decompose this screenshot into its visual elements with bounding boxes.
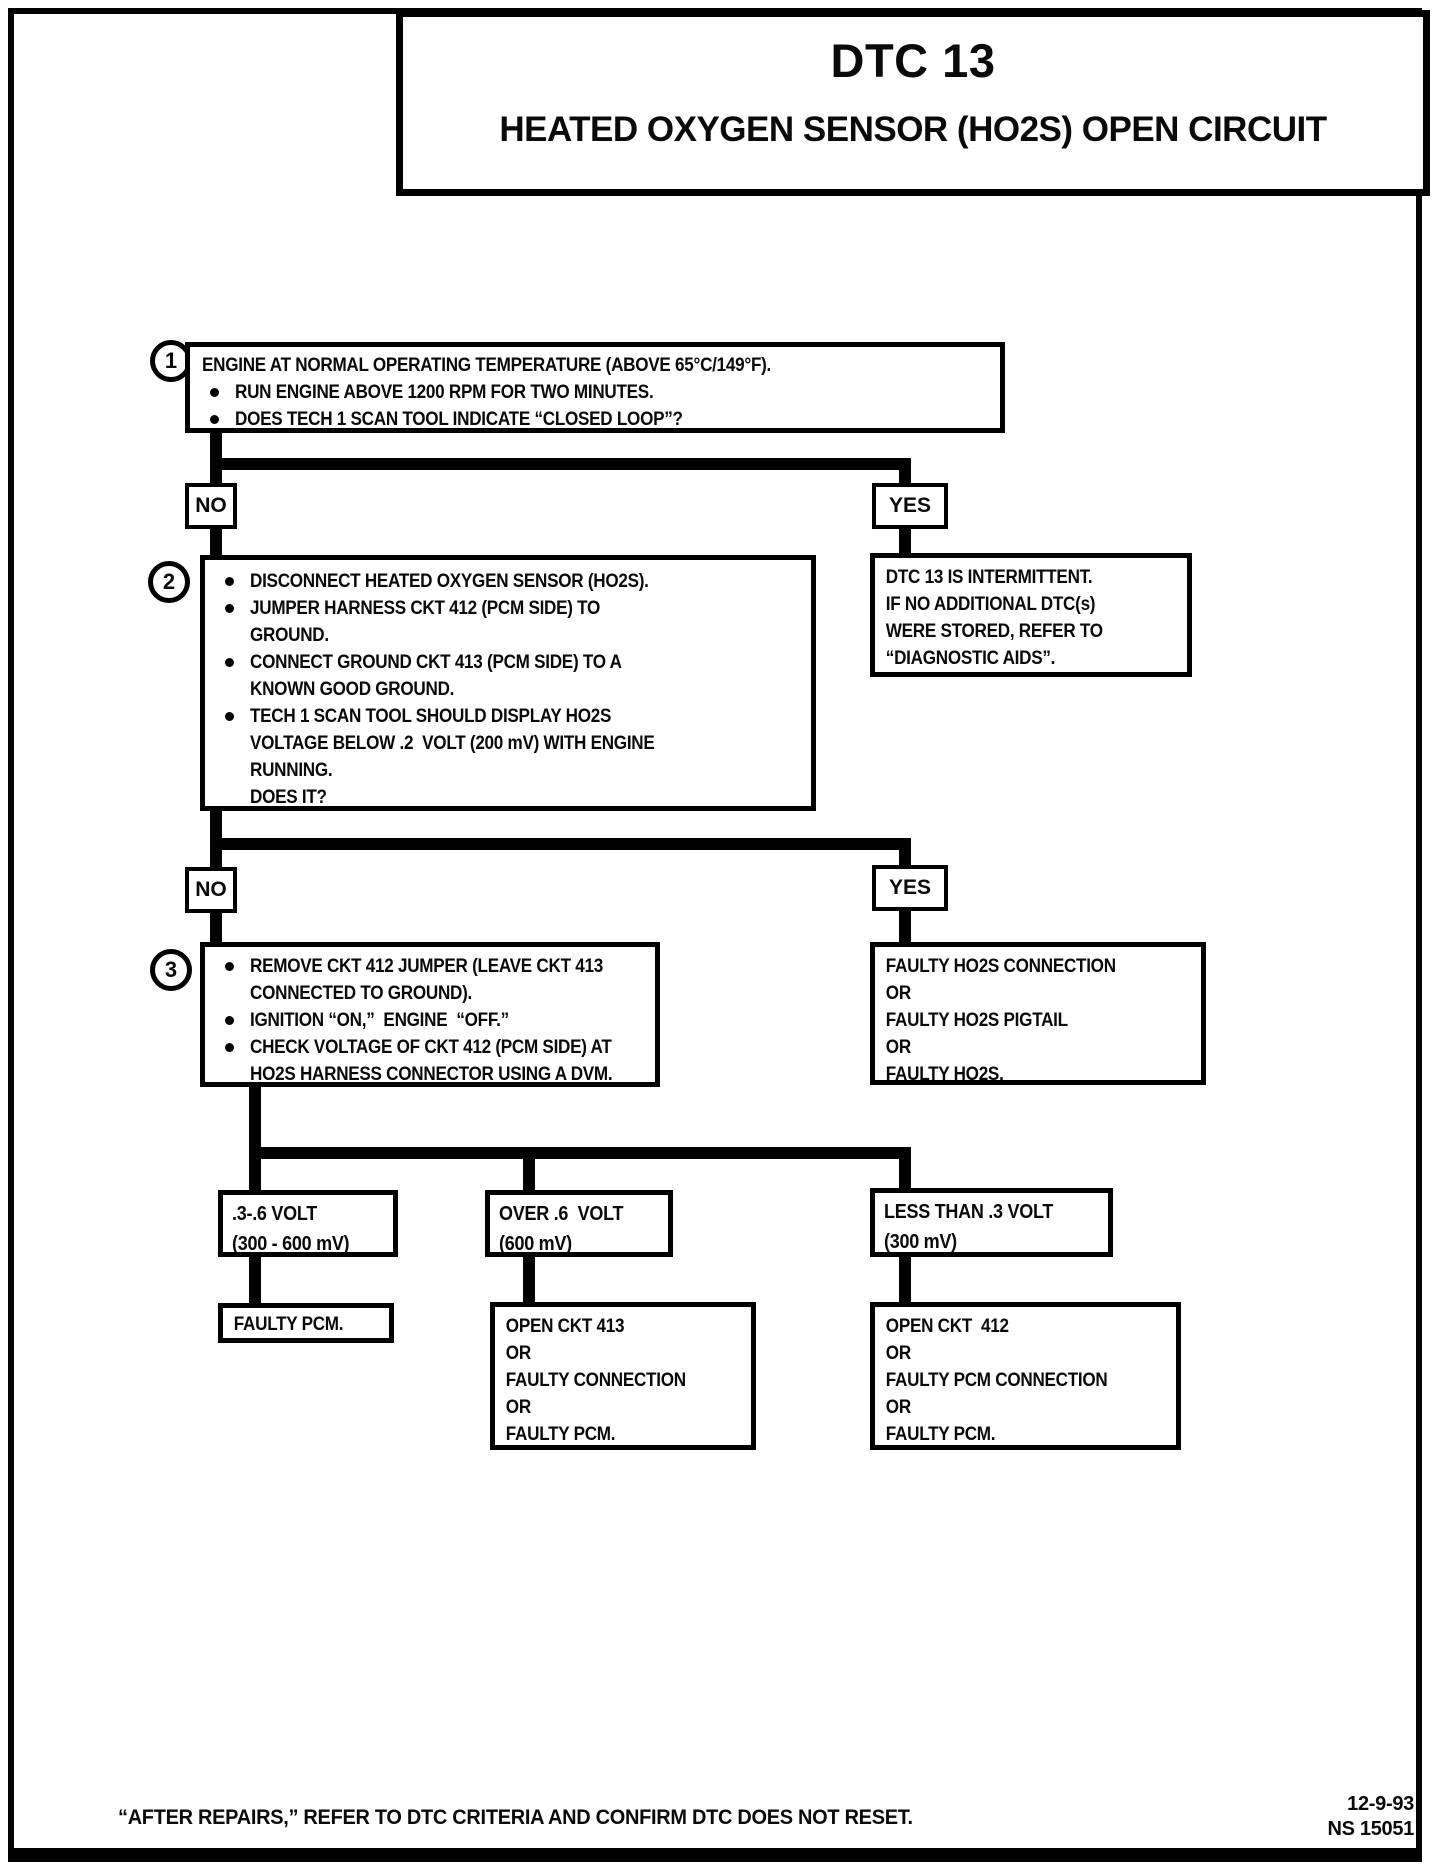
connector-line — [249, 1147, 911, 1159]
step1-box: ENGINE AT NORMAL OPERATING TEMPERATURE (… — [185, 342, 1005, 433]
voltage-over-box: OVER .6 VOLT (600 mV) — [485, 1190, 673, 1257]
step-number-badge-2: 2 — [148, 561, 190, 603]
voltage-mid-box: .3-.6 VOLT (300 - 600 mV) — [218, 1190, 398, 1257]
page-subtitle: HEATED OXYGEN SENSOR (HO2S) OPEN CIRCUIT — [499, 110, 1327, 149]
step3-box: REMOVE CKT 412 JUMPER (LEAVE CKT 413 CON… — [200, 942, 660, 1087]
list-item: CONNECT GROUND CKT 413 (PCM SIDE) TO A K… — [217, 649, 805, 703]
no-branch-label-2: NO — [185, 867, 237, 913]
list-item: CHECK VOLTAGE OF CKT 412 (PCM SIDE) AT H… — [217, 1034, 649, 1088]
branch-label-text: YES — [888, 876, 932, 899]
step-number: 2 — [162, 569, 176, 594]
list-item: DISCONNECT HEATED OXYGEN SENSOR (HO2S). — [217, 568, 805, 595]
step-instruction: DISCONNECT HEATED OXYGEN SENSOR (HO2S). — [250, 571, 649, 592]
result-text: FAULTY HO2S CONNECTION OR FAULTY HO2S PI… — [885, 956, 1116, 1085]
connector-line — [210, 911, 222, 942]
list-item: REMOVE CKT 412 JUMPER (LEAVE CKT 413 CON… — [217, 953, 649, 1007]
bullet-icon — [225, 658, 234, 667]
connector-line — [899, 838, 911, 867]
list-item: RUN ENGINE ABOVE 1200 RPM FOR TWO MINUTE… — [202, 379, 994, 406]
voltage-label: .3-.6 VOLT (300 - 600 mV) — [232, 1203, 350, 1255]
result-faulty-pcm-box: FAULTY PCM. — [218, 1303, 394, 1343]
list-item: JUMPER HARNESS CKT 412 (PCM SIDE) TO GRO… — [217, 595, 805, 649]
connector-line — [210, 431, 222, 483]
voltage-under-box: LESS THAN .3 VOLT (300 mV) — [870, 1188, 1113, 1257]
step-instruction: TECH 1 SCAN TOOL SHOULD DISPLAY HO2S VOL… — [250, 706, 655, 808]
connector-line — [249, 1255, 261, 1305]
connector-line — [899, 909, 911, 942]
step-number: 1 — [164, 348, 178, 373]
voltage-label: OVER .6 VOLT (600 mV) — [499, 1203, 624, 1255]
footer-note: “AFTER REPAIRS,” REFER TO DTC CRITERIA A… — [118, 1806, 913, 1829]
footer-codes: 12-9-93 NS 15051 — [1327, 1792, 1414, 1842]
footer-doc-number: NS 15051 — [1327, 1818, 1414, 1840]
step-number-badge-3: 3 — [150, 949, 192, 991]
branch-label-text: NO — [195, 878, 227, 901]
step-instruction: IGNITION “ON,” ENGINE “OFF.” — [250, 1010, 509, 1031]
step-instruction: ENGINE AT NORMAL OPERATING TEMPERATURE (… — [202, 355, 772, 376]
result-text: OPEN CKT 413 OR FAULTY CONNECTION OR FAU… — [505, 1316, 686, 1445]
bullet-icon — [225, 604, 234, 613]
step-instruction: JUMPER HARNESS CKT 412 (PCM SIDE) TO GRO… — [250, 598, 601, 646]
bullet-icon — [225, 1016, 234, 1025]
connector-line — [210, 458, 911, 470]
result-intermittent-box: DTC 13 IS INTERMITTENT. IF NO ADDITIONAL… — [870, 553, 1192, 677]
result-faulty-ho2s-box: FAULTY HO2S CONNECTION OR FAULTY HO2S PI… — [870, 942, 1206, 1085]
bullet-icon — [225, 962, 234, 971]
connector-line — [899, 1255, 911, 1304]
connector-line — [523, 1255, 535, 1304]
bullet-icon — [225, 712, 234, 721]
step2-box: DISCONNECT HEATED OXYGEN SENSOR (HO2S). … — [200, 555, 816, 811]
list-item: IGNITION “ON,” ENGINE “OFF.” — [217, 1007, 649, 1034]
yes-branch-label-1: YES — [872, 483, 948, 529]
step-number: 3 — [164, 957, 178, 982]
bullet-icon — [210, 415, 219, 424]
connector-line — [249, 1085, 261, 1190]
connector-line — [523, 1147, 535, 1190]
step-instruction: CONNECT GROUND CKT 413 (PCM SIDE) TO A K… — [250, 652, 622, 700]
list-item: ENGINE AT NORMAL OPERATING TEMPERATURE (… — [202, 352, 994, 379]
result-text: FAULTY PCM. — [233, 1314, 344, 1335]
result-text: DTC 13 IS INTERMITTENT. IF NO ADDITIONAL… — [885, 567, 1103, 669]
step-instruction: CHECK VOLTAGE OF CKT 412 (PCM SIDE) AT H… — [250, 1037, 613, 1085]
yes-branch-label-2: YES — [872, 865, 948, 911]
list-item: TECH 1 SCAN TOOL SHOULD DISPLAY HO2S VOL… — [217, 703, 805, 811]
result-open-ckt-413-box: OPEN CKT 413 OR FAULTY CONNECTION OR FAU… — [490, 1302, 756, 1450]
footer-date: 12-9-93 — [1347, 1793, 1414, 1815]
connector-line — [899, 1147, 911, 1188]
branch-label-text: NO — [195, 494, 227, 517]
bullet-icon — [225, 1043, 234, 1052]
list-item: DOES TECH 1 SCAN TOOL INDICATE “CLOSED L… — [202, 406, 994, 433]
title-box: DTC 13 HEATED OXYGEN SENSOR (HO2S) OPEN … — [396, 10, 1430, 196]
bullet-icon — [225, 577, 234, 586]
branch-label-text: YES — [888, 494, 932, 517]
step-instruction: REMOVE CKT 412 JUMPER (LEAVE CKT 413 CON… — [250, 956, 603, 1004]
bullet-icon — [210, 388, 219, 397]
no-branch-label-1: NO — [185, 483, 237, 529]
connector-line — [899, 458, 911, 485]
connector-line — [210, 527, 222, 557]
result-text: OPEN CKT 412 OR FAULTY PCM CONNECTION OR… — [885, 1316, 1108, 1445]
step-instruction: DOES TECH 1 SCAN TOOL INDICATE “CLOSED L… — [235, 409, 683, 430]
connector-line — [899, 527, 911, 555]
result-open-ckt-412-box: OPEN CKT 412 OR FAULTY PCM CONNECTION OR… — [870, 1302, 1181, 1450]
voltage-label: LESS THAN .3 VOLT (300 mV) — [884, 1201, 1054, 1253]
page-title: DTC 13 — [830, 34, 996, 87]
connector-line — [210, 838, 911, 850]
step-instruction: RUN ENGINE ABOVE 1200 RPM FOR TWO MINUTE… — [235, 382, 654, 403]
